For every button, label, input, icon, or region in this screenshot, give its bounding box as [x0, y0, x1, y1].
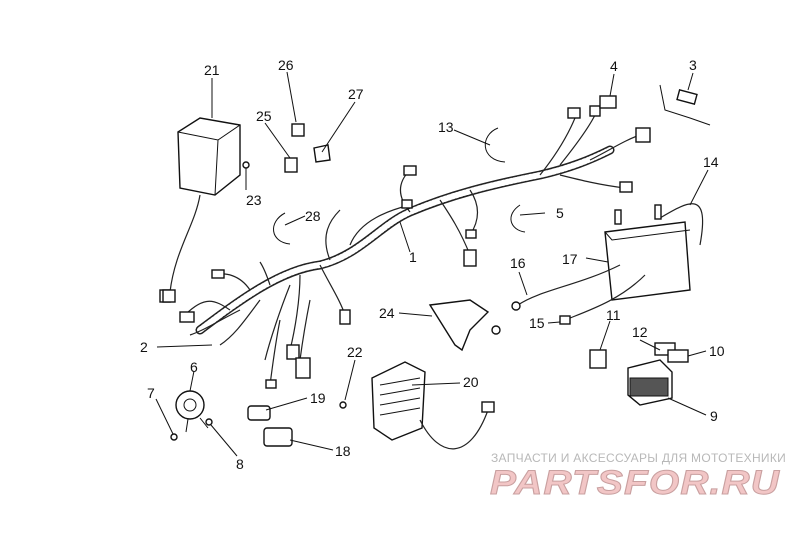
- part-horn: [170, 390, 213, 441]
- part-label: 12: [632, 324, 648, 340]
- part-label: 18: [335, 443, 351, 459]
- part-label: 22: [347, 344, 363, 360]
- part-label: 9: [710, 408, 718, 424]
- watermark-brand: PARTSFOR.RU: [490, 464, 781, 502]
- part-label: 1: [409, 249, 417, 265]
- part-label: 14: [703, 154, 719, 170]
- leader-lines: [155, 71, 709, 457]
- part-label: 11: [606, 307, 621, 323]
- part-connectors: [247, 405, 293, 447]
- part-label: 4: [610, 58, 618, 74]
- part-label: 26: [278, 57, 294, 73]
- part-cdi-unit: [162, 117, 241, 303]
- part-label: 28: [305, 208, 321, 224]
- part-label: 21: [204, 62, 220, 78]
- main-harness: [159, 105, 651, 389]
- part-starter-relay: [589, 342, 689, 406]
- part-label: 27: [348, 86, 364, 102]
- part-label: 3: [689, 57, 697, 73]
- part-label: 16: [510, 255, 526, 271]
- part-label: 17: [562, 251, 578, 267]
- watermark: ЗАПЧАСТИ И АКСЕССУАРЫ ДЛЯ МОТОТЕХНИКИ PA…: [490, 451, 786, 503]
- part-label: 6: [190, 359, 198, 375]
- part-label: 10: [709, 343, 725, 359]
- part-labels: 1 2 3 4 5 6 7 8 9 10 11 12 13 14 15 16 1…: [140, 57, 725, 472]
- part-label: 7: [147, 385, 155, 401]
- part-fuse-and-cap: [599, 84, 711, 126]
- part-label: 19: [310, 390, 326, 406]
- part-label: 24: [379, 305, 395, 321]
- part-clamps: [273, 127, 526, 245]
- part-battery: [511, 203, 704, 325]
- part-label: 5: [556, 205, 564, 221]
- part-label: 13: [438, 119, 454, 135]
- part-label: 23: [246, 192, 262, 208]
- part-regulator: [371, 361, 495, 450]
- part-label: 20: [463, 374, 479, 390]
- part-label: 25: [256, 108, 272, 124]
- part-bracket: [428, 299, 501, 352]
- part-label: 8: [236, 456, 244, 472]
- part-label: 2: [140, 339, 148, 355]
- part-clips: [284, 123, 331, 173]
- watermark-caption: ЗАПЧАСТИ И АКСЕССУАРЫ ДЛЯ МОТОТЕХНИКИ: [491, 451, 786, 465]
- part-label: 15: [529, 315, 545, 331]
